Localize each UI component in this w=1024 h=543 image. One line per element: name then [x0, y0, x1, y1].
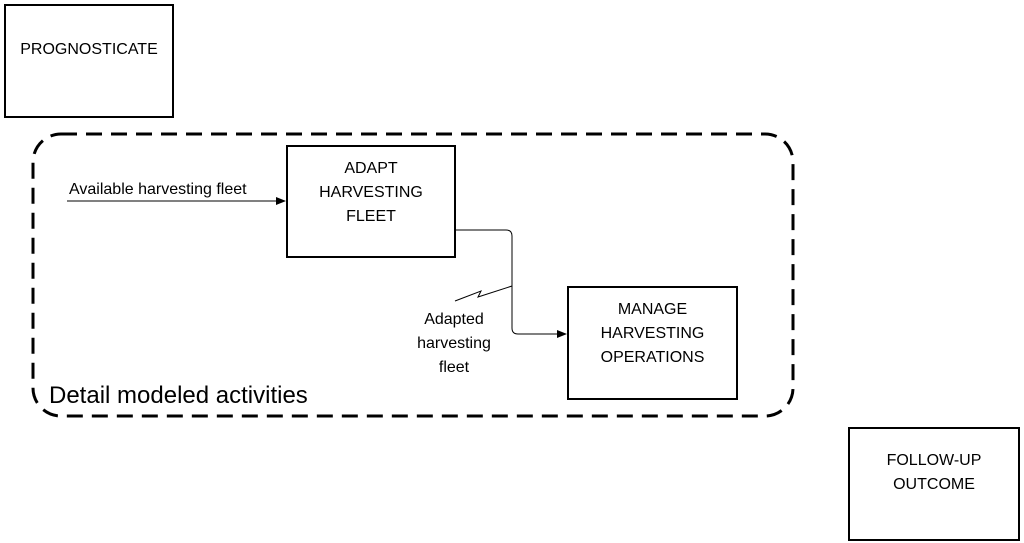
followup-label-line-2: OUTCOME: [893, 476, 975, 493]
available-fleet-label: Available harvesting fleet: [69, 181, 247, 198]
adapt-label-line-1: ADAPT: [344, 160, 398, 177]
adapted-label-line-3: fleet: [438, 359, 470, 376]
adapt-label-line-3: FLEET: [346, 208, 396, 225]
adapt-label-line-2: HARVESTING: [319, 184, 423, 201]
adapted-fleet-connector: [456, 229, 567, 338]
adapted-label-line-1: Adapted: [424, 311, 484, 328]
activity-group-boundary: [31, 132, 795, 418]
adapted-fleet-label: Adapted harvesting fleet: [404, 308, 504, 380]
prognosticate-label: PROGNOSTICATE: [20, 41, 158, 58]
manage-label-line-1: MANAGE: [617, 301, 688, 318]
manage-label-line-2: HARVESTING: [600, 325, 705, 342]
adapted-fleet-leader: [454, 285, 513, 302]
manage-harvesting-operations-box: MANAGE HARVESTING OPERATIONS: [567, 286, 738, 400]
follow-up-outcome-box: FOLLOW-UP OUTCOME: [848, 427, 1020, 541]
followup-label-line-1: FOLLOW-UP: [886, 452, 982, 469]
adapt-harvesting-fleet-box: ADAPT HARVESTING FLEET: [286, 145, 456, 258]
group-label: Detail modeled activities: [49, 382, 308, 409]
manage-label-line-3: OPERATIONS: [600, 349, 705, 366]
adapted-label-line-2: harvesting: [417, 335, 491, 352]
prognosticate-box: PROGNOSTICATE: [4, 4, 174, 118]
